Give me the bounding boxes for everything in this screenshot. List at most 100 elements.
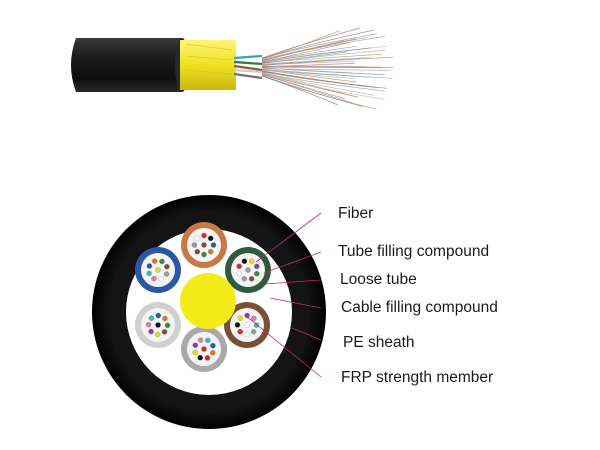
optical-fiber bbox=[161, 329, 168, 335]
fiber-strand bbox=[261, 51, 348, 64]
fiber-strand bbox=[261, 74, 363, 107]
fiber-strand bbox=[261, 38, 357, 62]
optical-fiber bbox=[245, 267, 251, 273]
optical-fiber bbox=[234, 322, 241, 328]
fiber-strand bbox=[261, 63, 355, 68]
fiber-strand bbox=[261, 71, 374, 96]
leader-line-cable-filling bbox=[269, 297, 322, 309]
fiber-strand bbox=[261, 29, 375, 60]
optical-fiber bbox=[159, 258, 165, 265]
fiber-strand bbox=[261, 47, 372, 63]
leader-lines bbox=[244, 212, 322, 378]
cable-cross-section bbox=[92, 195, 326, 429]
optical-fiber bbox=[145, 321, 152, 328]
fiber-strand bbox=[261, 73, 385, 100]
optical-fiber bbox=[205, 337, 211, 344]
optical-fiber bbox=[155, 322, 161, 328]
orange-loose-tube bbox=[181, 222, 227, 268]
fiber-strand bbox=[261, 68, 391, 71]
optical-fiber bbox=[148, 328, 154, 335]
leader-line-loose-tube bbox=[264, 279, 322, 285]
optical-fiber bbox=[192, 349, 198, 356]
optical-fiber bbox=[210, 342, 216, 349]
optical-fiber bbox=[254, 270, 260, 277]
optical-fiber bbox=[197, 354, 203, 361]
optical-fiber bbox=[209, 350, 216, 356]
leader-line-pe-sheath bbox=[291, 327, 322, 341]
blue-loose-tube bbox=[135, 247, 181, 293]
loose-tubes bbox=[135, 222, 271, 372]
optical-fiber bbox=[194, 235, 201, 242]
optical-fiber bbox=[194, 248, 201, 255]
optical-fiber bbox=[163, 271, 170, 277]
optical-fiber bbox=[248, 276, 255, 282]
optical-fiber bbox=[201, 232, 207, 239]
fiber-strand bbox=[261, 33, 378, 59]
fiber-strand bbox=[261, 71, 378, 89]
optical-fiber bbox=[241, 276, 248, 282]
optical-fiber bbox=[146, 263, 153, 269]
optical-fiber bbox=[241, 258, 248, 264]
optical-fiber bbox=[237, 315, 244, 321]
optical-fiber bbox=[146, 270, 152, 277]
optical-fiber bbox=[155, 267, 161, 273]
optical-fiber bbox=[244, 322, 250, 328]
aramid-yarn bbox=[180, 40, 236, 90]
optical-fiber bbox=[164, 322, 171, 329]
optical-fiber bbox=[251, 315, 257, 322]
fiber-strand bbox=[261, 36, 385, 61]
optical-fiber bbox=[210, 242, 217, 248]
fiber-strand bbox=[261, 58, 361, 66]
fiber-strand bbox=[261, 45, 357, 62]
cable-side-view bbox=[71, 27, 394, 110]
frp-strength-member bbox=[180, 273, 236, 329]
fiber-strand bbox=[261, 69, 393, 79]
fiber-strand bbox=[261, 74, 345, 100]
fiber-fan-out bbox=[261, 27, 394, 110]
optical-fiber bbox=[201, 346, 207, 352]
label-pe-sheath: PE sheath bbox=[343, 334, 415, 351]
optical-fiber bbox=[207, 235, 214, 242]
optical-fiber bbox=[192, 342, 199, 348]
white-loose-tube bbox=[135, 302, 181, 348]
optical-fiber bbox=[237, 328, 243, 335]
tube-bundle bbox=[233, 54, 263, 80]
leader-line-tube-filling bbox=[263, 251, 322, 274]
fiber-strand bbox=[261, 30, 340, 60]
optical-fiber bbox=[155, 312, 162, 319]
optical-fiber bbox=[197, 337, 204, 343]
optical-fiber bbox=[248, 258, 255, 264]
optical-fiber bbox=[158, 276, 165, 282]
optical-fiber bbox=[250, 329, 257, 335]
brown-loose-tube bbox=[224, 302, 270, 348]
outer-jacket bbox=[71, 38, 182, 92]
optical-fiber bbox=[254, 263, 260, 270]
fiber-strand bbox=[261, 69, 356, 80]
grey-loose-tube bbox=[181, 326, 227, 372]
leader-line-frp bbox=[244, 314, 322, 378]
optical-fiber bbox=[236, 263, 242, 270]
optical-fiber bbox=[164, 263, 170, 270]
optical-fiber bbox=[148, 315, 155, 321]
fiber-strand bbox=[261, 49, 386, 65]
fiber-strand bbox=[261, 75, 339, 106]
optical-fiber bbox=[244, 312, 250, 319]
optical-fiber bbox=[201, 242, 207, 248]
optical-fiber bbox=[201, 251, 207, 258]
optical-fiber bbox=[151, 258, 158, 264]
optical-fiber bbox=[244, 331, 250, 338]
optical-fiber bbox=[207, 248, 214, 255]
leader-line-fiber bbox=[255, 212, 322, 263]
green-loose-tube bbox=[225, 247, 271, 293]
label-cable-filling-compound: Cable filling compound bbox=[341, 299, 498, 316]
optical-fiber bbox=[191, 242, 198, 248]
fiber-strand bbox=[261, 66, 382, 69]
label-tube-filling-compound: Tube filling compound bbox=[338, 243, 490, 260]
optical-fiber bbox=[162, 315, 168, 322]
optical-fiber bbox=[236, 270, 242, 277]
fiber-strand bbox=[261, 42, 349, 63]
label-frp-strength-member: FRP strength member bbox=[341, 369, 494, 386]
label-fiber: Fiber bbox=[338, 205, 374, 222]
optical-fiber bbox=[154, 331, 161, 338]
